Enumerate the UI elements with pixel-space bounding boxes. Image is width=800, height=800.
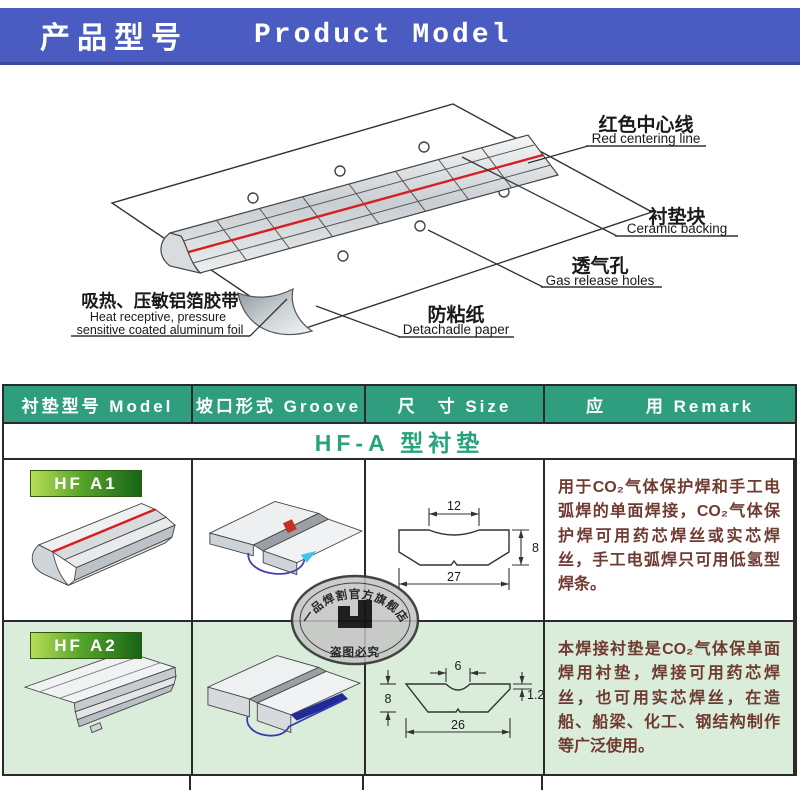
watermark-bottom-text: 盗图必究 bbox=[330, 645, 380, 659]
product-diagram-svg: 红色中心线 Red centering line 衬垫块 Ceramic bac… bbox=[71, 103, 738, 338]
model-badge-a2: HF A2 bbox=[30, 632, 142, 659]
label-paper-en: Detachadle paper bbox=[403, 322, 510, 337]
label-foil-cn: 吸热、压敏铝箔胶带 bbox=[81, 291, 239, 311]
page-title-en: Product Model bbox=[254, 19, 512, 51]
label-red-line-cn: 红色中心线 bbox=[598, 113, 693, 136]
section-title: HF-A 型衬垫 bbox=[4, 424, 795, 460]
a1-dim-top: 12 bbox=[447, 499, 461, 513]
model-badge-a1: HF A1 bbox=[30, 470, 142, 497]
label-ceramic-cn: 衬垫块 bbox=[648, 205, 706, 228]
label-foil-en1: Heat receptive, pressure bbox=[90, 310, 226, 324]
a1-groove-3d-drawing bbox=[208, 501, 364, 576]
col-header-remark: 应 用 Remark bbox=[585, 396, 755, 416]
page-banner: 产品型号 Product Model bbox=[0, 8, 800, 65]
spec-table: 衬垫型号 Model 坡口形式 Groove 尺 寸 Size 应 用 Rema… bbox=[2, 384, 797, 776]
cell-a1-model: HF A1 bbox=[4, 460, 193, 620]
watermark-stamp: 一品焊割官方旗舰店 盗图必究 bbox=[288, 572, 422, 668]
a1-dim-bottom: 27 bbox=[447, 570, 461, 584]
cell-a1-size: 12 27 8 bbox=[366, 460, 545, 620]
table-row-hf-a2: HF A2 bbox=[4, 622, 795, 774]
label-gas-cn: 透气孔 bbox=[571, 254, 628, 277]
a2-groove-3d-drawing bbox=[206, 655, 362, 737]
a2-dim-left: 8 bbox=[385, 692, 392, 706]
table-border-stub bbox=[541, 776, 543, 790]
label-ceramic-en: Ceramic backing bbox=[627, 221, 728, 236]
a2-remark-text: 本焊接衬垫是CO₂气体保单面焊用衬垫，焊接可用药芯焊丝，也可用实芯焊丝，在造船、… bbox=[558, 641, 780, 756]
col-header-model: 衬垫型号 Model bbox=[4, 386, 193, 422]
a2-dimension-drawing: 6 8 1.2 26 bbox=[380, 659, 543, 738]
cell-a2-size: 6 8 1.2 26 bbox=[366, 622, 545, 774]
label-red-line-en: Red centering line bbox=[592, 131, 701, 146]
product-diagram: 红色中心线 Red centering line 衬垫块 Ceramic bac… bbox=[0, 66, 800, 382]
a1-dim-height: 8 bbox=[532, 541, 539, 555]
cell-a2-remark: 本焊接衬垫是CO₂气体保单面焊用衬垫，焊接可用药芯焊丝，也可用实芯焊丝，在造船、… bbox=[545, 622, 795, 774]
cell-a1-groove bbox=[193, 460, 366, 620]
red-center-line bbox=[184, 153, 544, 255]
a1-dimension-drawing: 12 27 8 bbox=[398, 499, 539, 590]
a1-remark-text: 用于CO₂气体保护焊和手工电弧焊的单面焊接，CO₂气体保护焊可用药芯焊丝或实芯焊… bbox=[558, 479, 780, 594]
ceramic-strip bbox=[160, 134, 560, 275]
page-title-cn: 产品型号 bbox=[40, 22, 188, 55]
watermark-logo bbox=[338, 600, 372, 628]
label-foil-en2: sensitive coated aluminum foil bbox=[77, 323, 244, 337]
col-header-groove: 坡口形式 Groove bbox=[193, 386, 366, 422]
a2-dim-right: 1.2 bbox=[527, 688, 543, 702]
table-border-stub bbox=[362, 776, 364, 790]
a2-dim-top: 6 bbox=[455, 659, 462, 673]
label-paper-cn: 防粘纸 bbox=[427, 303, 484, 326]
label-underlines bbox=[71, 145, 738, 338]
col-header-size: 尺 寸 Size bbox=[366, 386, 545, 422]
cell-a2-model: HF A2 bbox=[4, 622, 193, 774]
leader-lines bbox=[249, 145, 618, 338]
label-gas-en: Gas release holes bbox=[546, 273, 655, 288]
cell-a1-remark: 用于CO₂气体保护焊和手工电弧焊的单面焊接，CO₂气体保护焊可用药芯焊丝或实芯焊… bbox=[545, 460, 795, 620]
a2-backing-3d-drawing bbox=[23, 651, 177, 734]
a1-backing-3d-drawing bbox=[31, 502, 176, 586]
table-border-stub bbox=[189, 776, 191, 790]
table-header-row: 衬垫型号 Model 坡口形式 Groove 尺 寸 Size 应 用 Rema… bbox=[4, 386, 795, 424]
a2-dim-bottom: 26 bbox=[451, 718, 465, 732]
watermark-svg: 一品焊割官方旗舰店 盗图必究 bbox=[290, 574, 420, 666]
cell-a2-groove bbox=[193, 622, 366, 774]
